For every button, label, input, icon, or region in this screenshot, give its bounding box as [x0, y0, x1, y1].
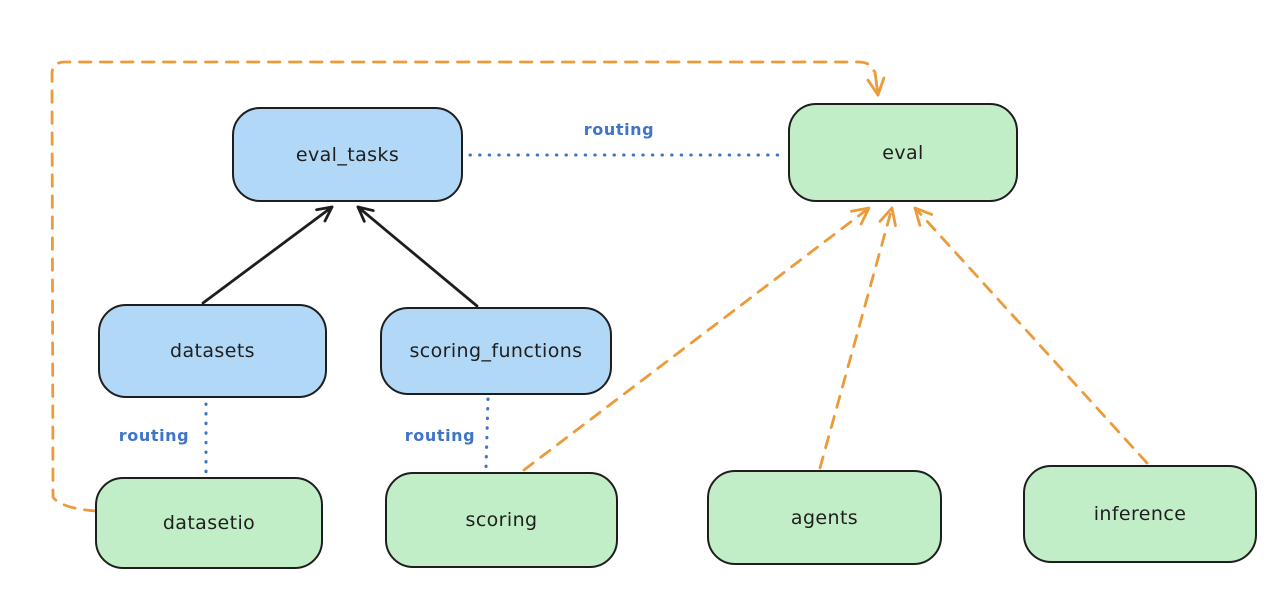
node-eval-tasks-label: eval_tasks	[295, 143, 400, 166]
edge-agents-to-eval	[818, 206, 897, 470]
node-scoring-functions-label: scoring_functions	[409, 340, 583, 362]
edge-label-routing-datasets-datasetio: routing	[118, 426, 190, 445]
edge-scoring-functions-to-scoring-routing	[484, 397, 490, 470]
node-eval-label: eval	[882, 141, 924, 164]
node-scoring-functions: scoring_functions	[380, 307, 612, 395]
node-agents-label: agents	[790, 506, 859, 529]
node-agents: agents	[707, 470, 942, 565]
edge-datasets-to-eval-tasks	[201, 205, 334, 305]
node-datasets-label: datasets	[170, 340, 255, 362]
node-datasetio: datasetio	[95, 477, 323, 569]
node-datasetio-label: datasetio	[162, 512, 256, 534]
node-datasets: datasets	[98, 304, 327, 398]
edge-label-routing-scoring-functions-scoring: routing	[404, 426, 476, 445]
edge-label-routing-eval-tasks-eval: routing	[583, 120, 655, 139]
node-scoring: scoring	[385, 472, 618, 568]
edge-scoring-functions-to-eval-tasks	[356, 205, 479, 308]
node-eval: eval	[788, 103, 1018, 202]
node-inference: inference	[1023, 465, 1257, 563]
edge-inference-to-eval	[913, 206, 1149, 465]
edge-scoring-to-eval	[522, 206, 871, 472]
node-inference-label: inference	[1093, 503, 1187, 525]
edge-datasetio-to-eval-head	[866, 70, 886, 97]
node-eval-tasks: eval_tasks	[232, 107, 463, 202]
edge-datasetio-to-eval	[50, 60, 876, 513]
node-scoring-label: scoring	[465, 509, 538, 531]
